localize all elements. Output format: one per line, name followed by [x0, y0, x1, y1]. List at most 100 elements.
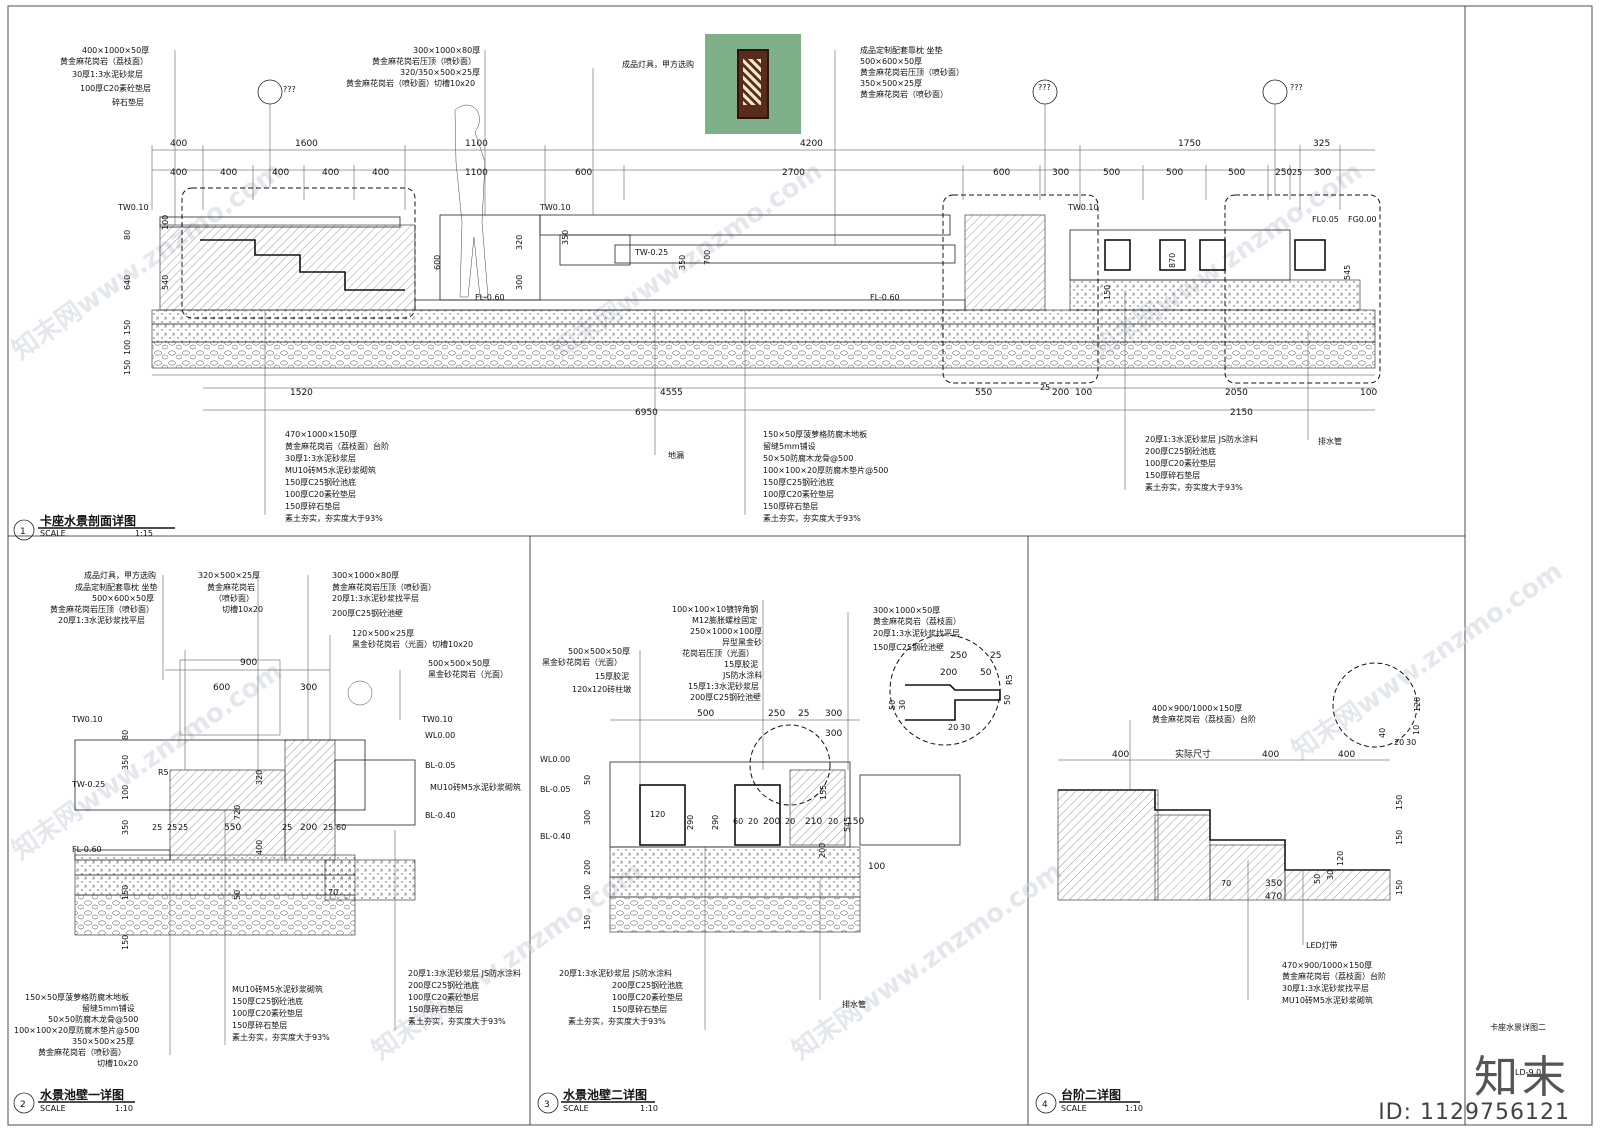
svg-text:60: 60: [336, 823, 346, 832]
brand-logo: 知末: [1474, 1052, 1570, 1103]
svg-text:60: 60: [733, 817, 743, 826]
svg-text:150×50厚菠萝格防腐木地板: 150×50厚菠萝格防腐木地板: [763, 429, 867, 439]
svg-text:400: 400: [1338, 750, 1355, 760]
svg-text:15厚1:3水泥砂浆层: 15厚1:3水泥砂浆层: [688, 681, 759, 691]
svg-text:黄金麻花岗岩: 黄金麻花岗岩: [207, 582, 255, 592]
sheet-number: LD-9.02: [1515, 1068, 1546, 1077]
s1-notes-bottom-c: 20厚1:3水泥砂浆层 JS防水涂料 200厚C25钢砼池底 100厚C20素砼…: [1124, 290, 1258, 492]
s2-notes-top-b: 320×500×25厚 黄金麻花岗岩 （喷砂面） 切槽10x20: [198, 571, 263, 780]
s1-level-2: TW-0.25: [634, 248, 668, 257]
svg-text:20: 20: [948, 723, 958, 732]
svg-text:黄金麻花岗岩压顶（喷砂面）: 黄金麻花岗岩压顶（喷砂面）: [332, 582, 436, 592]
svg-text:50: 50: [1003, 695, 1012, 705]
dim-top2-8: 600: [993, 168, 1010, 178]
s1-notes-top-right: 成品定制配套靠枕 坐垫 500×600×50厚 黄金麻花岗岩压顶（喷砂面） 35…: [834, 45, 964, 245]
svg-text:250: 250: [768, 709, 785, 719]
svg-text:500×500×50厚: 500×500×50厚: [428, 659, 490, 668]
dim-top2-12: 500: [1228, 168, 1245, 178]
s2-notes-bottom-left: 150×50厚菠萝格防腐木地板 留缝5mm铺设 50×50防腐木龙骨@500 1…: [14, 880, 171, 1068]
s1-vin-15: 350: [678, 255, 687, 270]
s1-layer-c20: [151, 323, 1376, 343]
s3-notes-bottom: 20厚1:3水泥砂浆层 JS防水涂料 200厚C25钢砼池底 100厚C20素砼…: [559, 847, 706, 1030]
s1-notes-bottom-a: 470×1000×150厚 黄金麻花岗岩（荔枝面）台阶 30厚1:3水泥砂浆层 …: [264, 310, 389, 523]
s1-vin-14: 300: [515, 275, 524, 290]
svg-text:100厚C20素砼垫层: 100厚C20素砼垫层: [408, 992, 479, 1002]
svg-text:400×900/1000×150厚: 400×900/1000×150厚: [1152, 704, 1242, 713]
s1-level-1: TW0.10: [539, 203, 571, 212]
s2-notes-bottom-mid: MU10砖M5水泥砂浆砌筑 150厚C25钢砼池底 100厚C20素砼垫层 15…: [224, 810, 330, 1045]
s1-level-7: FG0.00: [1348, 215, 1377, 224]
svg-text:400: 400: [1112, 750, 1129, 760]
s1-bdim-3: 25: [1040, 383, 1050, 392]
svg-text:30: 30: [898, 700, 907, 710]
svg-text:50: 50: [583, 775, 592, 785]
s1-vin-23: 870: [1168, 253, 1177, 268]
svg-text:SCALE: SCALE: [40, 1104, 66, 1113]
svg-text:500: 500: [697, 709, 714, 719]
svg-text:100厚C20素砼垫层: 100厚C20素砼垫层: [763, 489, 834, 499]
svg-text:20: 20: [1394, 738, 1404, 747]
svg-text:250: 250: [950, 651, 967, 661]
svg-text:150厚碎石垫层: 150厚碎石垫层: [408, 1004, 463, 1014]
s2-level-3: TW0.10: [421, 715, 453, 724]
svg-text:黑金砂花岗岩（光面）: 黑金砂花岗岩（光面）: [428, 669, 508, 679]
svg-text:100×100×20厚防腐木垫片@500: 100×100×20厚防腐木垫片@500: [763, 465, 888, 475]
svg-text:30厚1:3水泥砂浆层: 30厚1:3水泥砂浆层: [285, 453, 356, 463]
svg-text:切槽10x20: 切槽10x20: [97, 1058, 138, 1068]
dim-top2-2: 400: [272, 168, 289, 178]
s1-bdim-0: 1520: [290, 388, 313, 398]
s1-callout-3: [942, 194, 1099, 384]
svg-text:15厚胶泥: 15厚胶泥: [595, 671, 629, 681]
s2-hdim-2: 300: [300, 683, 317, 693]
s1-title: 卡座水景剖面详图: [40, 513, 136, 528]
svg-text:150厚碎石垫层: 150厚碎石垫层: [1145, 470, 1200, 480]
svg-text:25: 25: [282, 823, 292, 832]
s1-bdim-7: 100: [1360, 388, 1377, 398]
svg-text:150: 150: [847, 817, 864, 827]
svg-text:MU10砖M5水泥砂浆砌筑: MU10砖M5水泥砂浆砌筑: [232, 984, 323, 994]
dim-top2-11: 500: [1166, 168, 1183, 178]
s3-scale: 1:10: [640, 1104, 658, 1113]
s2-level-0: TW0.10: [71, 715, 103, 724]
svg-text:地漏: 地漏: [668, 450, 684, 460]
sheet-border: [7, 5, 1593, 1126]
svg-text:120×500×25厚: 120×500×25厚: [352, 629, 414, 638]
svg-text:200厚C25钢砼池底: 200厚C25钢砼池底: [1145, 446, 1216, 456]
s3-level-2: BL-0.40: [540, 832, 571, 841]
s1-vin-22: 150: [1103, 285, 1112, 300]
s1-vin-11: 320: [515, 235, 524, 250]
s1-vin-0: 100: [161, 215, 170, 230]
s2-hdim-0: 900: [240, 658, 257, 668]
svg-text:200厚C25钢砼池底: 200厚C25钢砼池底: [408, 980, 479, 990]
svg-text:R5: R5: [158, 768, 169, 777]
s1-bdim-2: 550: [975, 388, 992, 398]
svg-text:素土夯实，夯实度大于93%: 素土夯实，夯实度大于93%: [763, 513, 861, 523]
svg-text:20厚1:3水泥砂浆找平层: 20厚1:3水泥砂浆找平层: [873, 628, 960, 638]
s1-bdim-5: 100: [1075, 388, 1092, 398]
svg-text:成品定制配套靠枕 坐垫: 成品定制配套靠枕 坐垫: [860, 45, 943, 55]
s1-bdim2-0: 6950: [635, 408, 658, 418]
s3-level-1: BL-0.05: [540, 785, 571, 794]
s3-notes-top-b: 500×500×50厚 黑金砂花岗岩（光面） 15厚胶泥 120x120砖柱墩: [542, 647, 641, 785]
dim-top2-1: 400: [220, 168, 237, 178]
s1-drain-note: 地漏: [654, 310, 684, 460]
svg-text:300×1000×80厚: 300×1000×80厚: [413, 46, 480, 55]
svg-text:40: 40: [1378, 728, 1387, 738]
svg-text:500×600×50厚: 500×600×50厚: [860, 57, 922, 66]
s3-notes-top-c: 300×1000×50厚 黄金麻花岗岩（荔枝面） 20厚1:3水泥砂浆找平层 1…: [847, 606, 961, 770]
svg-text:黄金麻花岗岩（喷砂面）: 黄金麻花岗岩（喷砂面）: [860, 89, 948, 99]
svg-text:切槽10x20: 切槽10x20: [222, 604, 263, 614]
svg-text:545: 545: [843, 817, 852, 832]
svg-text:20厚1:3水泥砂浆层 JS防水涂料: 20厚1:3水泥砂浆层 JS防水涂料: [408, 968, 521, 978]
svg-text:黑金砂花岗岩（光面）切槽10x20: 黑金砂花岗岩（光面）切槽10x20: [352, 639, 473, 649]
s1-vin-3: 540: [161, 275, 170, 290]
svg-text:黄金麻花岗岩（荔枝面）台阶: 黄金麻花岗岩（荔枝面）台阶: [1152, 714, 1256, 724]
svg-text:LED灯带: LED灯带: [1306, 940, 1338, 950]
watermark-text-7: 知末网www.znzmo.com: [1287, 556, 1568, 765]
s1-layer-concrete: [151, 309, 1376, 325]
s1-vin-30: 545: [1343, 265, 1352, 280]
dim-top2-6: 600: [575, 168, 592, 178]
s1-vdim-2: 150: [123, 320, 132, 335]
